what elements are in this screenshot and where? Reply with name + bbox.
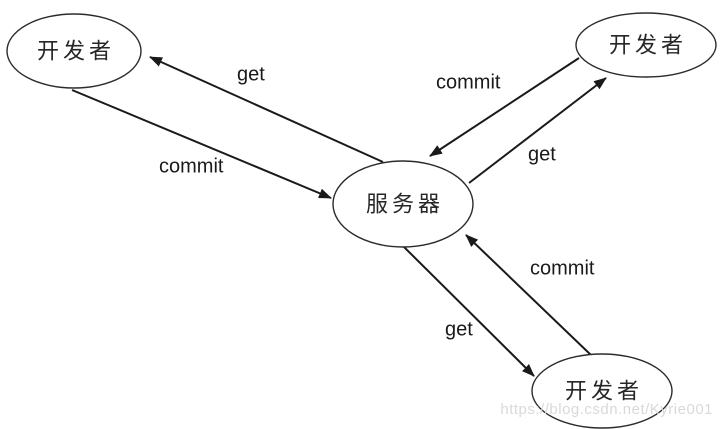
edge-label-get-top-right: get xyxy=(528,144,556,166)
edge-label-commit-top-right: commit xyxy=(436,72,501,94)
edge-commit-top-right xyxy=(429,57,580,157)
edge-label-commit-bottom-right: commit xyxy=(530,258,595,280)
node-ellipse-dev-bottom-right xyxy=(531,353,673,429)
edge-labels-layer: get commit commit get commit get xyxy=(159,64,595,341)
node-label-server: 服务器 xyxy=(366,193,444,218)
edge-label-commit-top-left: commit xyxy=(159,156,224,178)
nodes-layer: 开发者开发者服务器开发者 xyxy=(6,12,717,429)
node-label-dev-top-left: 开发者 xyxy=(37,40,115,65)
edge-get-top-left xyxy=(149,56,384,163)
edge-commit-top-left xyxy=(71,89,332,199)
csdn-watermark: https://blog.csdn.net/Kyrie001 xyxy=(500,401,713,418)
node-label-dev-top-right: 开发者 xyxy=(609,34,687,59)
node-dev-top-left: 开发者 xyxy=(6,13,142,89)
node-ellipse-server xyxy=(332,160,474,248)
edge-commit-bottom-right xyxy=(465,234,593,357)
node-ellipse-dev-top-left xyxy=(6,13,142,89)
node-dev-top-right: 开发者 xyxy=(575,12,717,78)
edge-get-top-right xyxy=(468,77,607,184)
edge-label-get-bottom-right: get xyxy=(445,319,473,341)
edge-get-bottom-right xyxy=(403,246,535,377)
edge-label-get-top-left: get xyxy=(237,64,265,86)
node-dev-bottom-right: 开发者 xyxy=(531,353,673,429)
node-ellipse-dev-top-right xyxy=(575,12,717,78)
node-server: 服务器 xyxy=(332,160,474,248)
node-label-dev-bottom-right: 开发者 xyxy=(565,380,643,405)
edges-layer xyxy=(71,56,607,377)
